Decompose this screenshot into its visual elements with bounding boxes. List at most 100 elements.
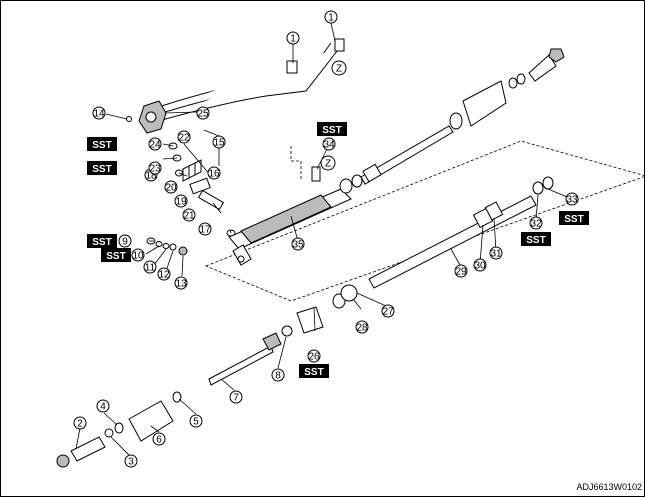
callout-3: 3 (124, 454, 138, 468)
callout-markers: 1 1 2 3 4 5 6 7 8 9 10 11 12 13 14 15 16… (73, 10, 579, 468)
svg-text:Z: Z (325, 159, 331, 170)
svg-text:7: 7 (233, 393, 239, 404)
svg-text:34: 34 (323, 140, 335, 151)
svg-text:28: 28 (356, 323, 368, 334)
svg-text:SST: SST (526, 235, 545, 246)
svg-text:SST: SST (106, 251, 125, 262)
svg-text:9: 9 (122, 237, 128, 248)
cylinder-end-parts (281, 284, 358, 337)
svg-text:18: 18 (145, 171, 157, 182)
callout-11: 11 (143, 260, 157, 274)
svg-text:14: 14 (93, 109, 105, 120)
sst-label-10: SST (101, 248, 131, 262)
leader-lines (75, 22, 573, 456)
callout-25: 25 (196, 106, 210, 120)
svg-text:19: 19 (175, 197, 187, 208)
z-markers: Z Z (320, 60, 347, 171)
svg-text:33: 33 (566, 195, 578, 206)
svg-text:29: 29 (455, 267, 467, 278)
svg-text:SST: SST (304, 367, 323, 378)
svg-text:11: 11 (145, 263, 156, 274)
adjuster-fittings (146, 237, 188, 256)
svg-text:SST: SST (322, 125, 341, 136)
callout-6: 6 (152, 432, 166, 446)
upper-rack-assembly (360, 48, 565, 185)
sst-labels: SST SST SST SST SST SST SST SST (87, 122, 589, 378)
valve-internal-parts (126, 116, 236, 237)
callout-30: 30 (473, 258, 487, 272)
callout-9: 9 (118, 234, 132, 248)
callout-29: 29 (454, 264, 468, 278)
svg-text:2: 2 (77, 419, 83, 430)
svg-text:12: 12 (158, 270, 170, 281)
svg-text:24: 24 (149, 140, 161, 151)
callout-10: 10 (131, 248, 145, 262)
svg-text:10: 10 (132, 251, 144, 262)
svg-text:SST: SST (564, 214, 583, 225)
svg-text:22: 22 (178, 133, 190, 144)
sst-label-34: SST (317, 122, 347, 136)
sst-label-26: SST (299, 364, 329, 378)
callout-1a: 1 (286, 31, 300, 45)
svg-text:30: 30 (474, 261, 486, 272)
pressure-pipes (145, 38, 345, 124)
callout-4: 4 (96, 399, 110, 413)
svg-text:25: 25 (197, 109, 209, 120)
sst-label-23: SST (87, 161, 117, 175)
svg-text:SST: SST (92, 140, 111, 151)
callout-7: 7 (229, 390, 243, 404)
svg-text:3: 3 (128, 457, 134, 468)
callout-24: 24 (148, 137, 162, 151)
svg-text:5: 5 (193, 417, 199, 428)
callout-15: 15 (212, 135, 226, 149)
callout-13: 13 (174, 276, 188, 290)
svg-text:15: 15 (213, 138, 225, 149)
svg-text:21: 21 (183, 211, 195, 222)
callout-16: 16 (207, 166, 221, 180)
svg-text:26: 26 (308, 352, 320, 363)
callout-27: 27 (381, 304, 395, 318)
svg-text:SST: SST (92, 237, 111, 248)
sst-label-9: SST (87, 234, 117, 248)
svg-text:8: 8 (275, 371, 281, 382)
callout-5: 5 (189, 414, 203, 428)
assembly-outline (204, 140, 644, 302)
callout-22: 22 (177, 130, 191, 144)
sst-label-32: SST (521, 232, 551, 246)
callout-14: 14 (92, 106, 106, 120)
svg-text:35: 35 (292, 240, 304, 251)
svg-text:23: 23 (149, 164, 161, 175)
control-valve-housing (138, 100, 167, 134)
svg-text:SST: SST (92, 164, 111, 175)
callout-31: 31 (489, 246, 503, 260)
sst-label-33: SST (559, 211, 589, 225)
figure-code: ADJ6613W0102 (576, 482, 642, 492)
callout-23: 23 (148, 161, 162, 175)
svg-text:20: 20 (165, 183, 177, 194)
callout-17: 17 (198, 222, 212, 236)
callout-35: 35 (291, 237, 305, 251)
sst-label-24: SST (87, 137, 117, 151)
svg-text:1: 1 (328, 13, 334, 24)
callout-26: 26 (307, 349, 321, 363)
callout-2: 2 (73, 416, 87, 430)
callout-12: 12 (157, 267, 171, 281)
z-marker-middle: Z (320, 155, 336, 171)
svg-text:4: 4 (100, 402, 106, 413)
svg-text:17: 17 (199, 225, 211, 236)
svg-text:27: 27 (382, 307, 394, 318)
svg-text:32: 32 (530, 219, 542, 230)
callout-21: 21 (182, 208, 196, 222)
lower-tie-rod-assembly (56, 332, 282, 468)
callout-33: 33 (565, 192, 579, 206)
svg-text:Z: Z (336, 64, 342, 75)
svg-text:6: 6 (156, 435, 162, 446)
callout-1b: 1 (324, 10, 338, 24)
callout-32: 32 (529, 216, 543, 230)
callout-8: 8 (271, 368, 285, 382)
callout-20: 20 (164, 180, 178, 194)
gear-housing (228, 166, 363, 266)
z-marker-top: Z (331, 60, 347, 76)
